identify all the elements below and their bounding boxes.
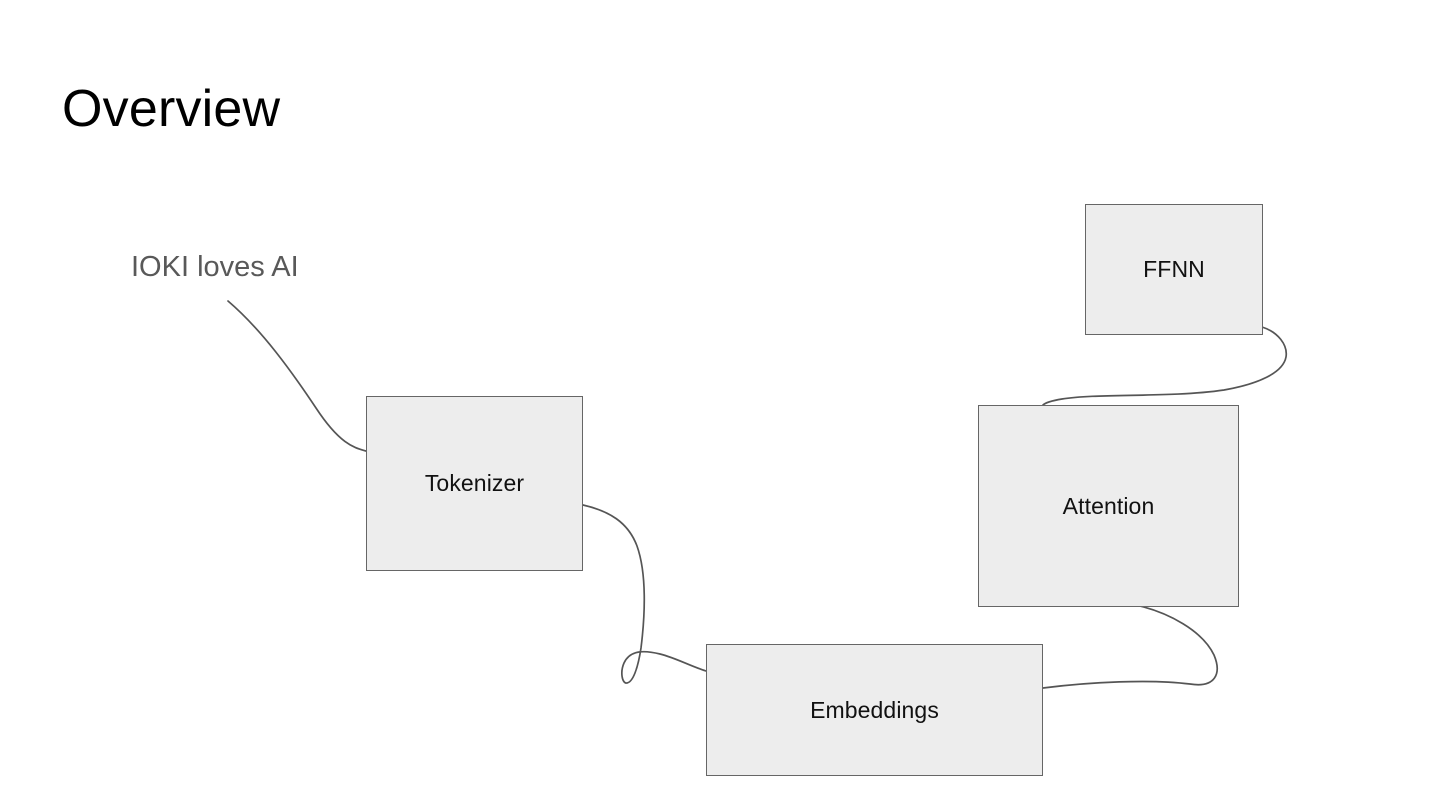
node-embeddings-label: Embeddings xyxy=(810,696,939,723)
node-tokenizer-label: Tokenizer xyxy=(424,470,525,496)
input-text-annotation: IOKI loves AI xyxy=(131,251,299,283)
node-embeddings[interactable]: Embeddings xyxy=(706,644,1043,776)
connector-tokenizer-to-embeddings xyxy=(582,504,707,684)
connector-ffnn-to-attention xyxy=(1042,326,1288,406)
node-ffnn[interactable]: FFNN xyxy=(1085,204,1263,335)
node-ffnn-label: FFNN xyxy=(1143,256,1205,282)
node-tokenizer[interactable]: Tokenizer xyxy=(366,396,583,571)
node-attention-label: Attention xyxy=(1062,492,1155,519)
connector-input-to-tokenizer xyxy=(227,300,367,452)
connector-embeddings-to-attention xyxy=(1042,604,1218,689)
node-attention[interactable]: Attention xyxy=(978,405,1239,607)
page-title: Overview xyxy=(62,80,281,138)
